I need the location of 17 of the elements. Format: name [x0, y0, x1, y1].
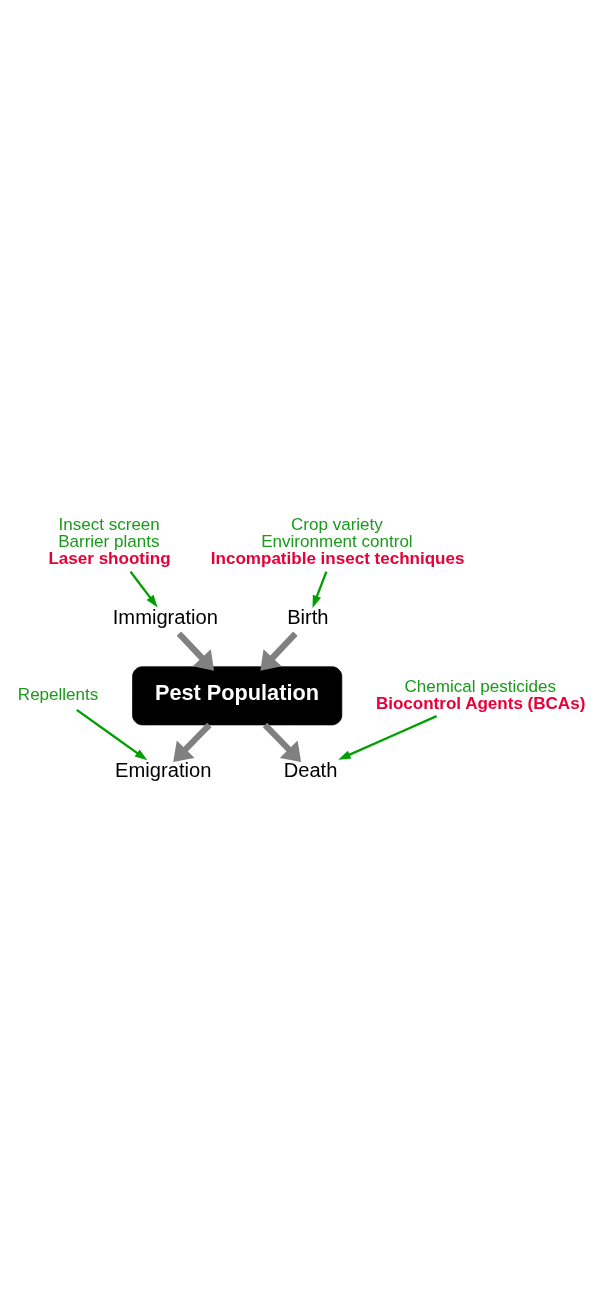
node-text: Birth: [287, 605, 329, 628]
arrow: [260, 631, 298, 671]
node-text: Emigration: [115, 758, 212, 781]
arrow: [76, 708, 148, 760]
arrow: [312, 570, 328, 608]
arrow: [262, 722, 302, 762]
node-text: Crop variety Environment control Incompatible insect techniques: [210, 514, 465, 568]
arrow: [176, 631, 215, 671]
arrow: [129, 570, 158, 607]
arrow: [173, 722, 212, 762]
node-text: Death: [283, 758, 338, 781]
arrow: [338, 714, 438, 760]
node-text: Immigration: [112, 605, 219, 628]
node-text: Repellents: [17, 684, 99, 704]
node-box: Pest Population: [132, 665, 343, 725]
node-text: Chemical pesticides Biocontrol Agents (BCAs): [375, 676, 586, 713]
node-text: Insect screen Barrier plants Laser shooting: [48, 514, 171, 568]
